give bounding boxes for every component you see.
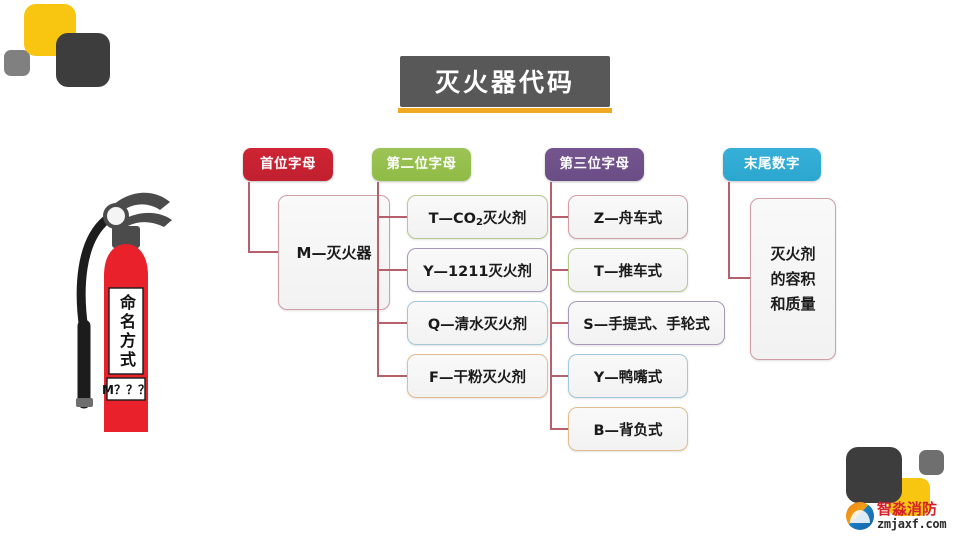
page-title: 灭火器代码 [398, 56, 612, 113]
node-t-trolley[interactable]: T—推车式 [568, 248, 688, 292]
column-header-second-letter[interactable]: 第二位字母 [372, 148, 471, 181]
node-agent-volume-mass[interactable]: 灭火剂 的容积 和质量 [750, 198, 836, 360]
title-underline-bar [398, 108, 612, 113]
connector-branch-col2-2 [377, 269, 407, 271]
node-z-boat-vehicle[interactable]: Z—舟车式 [568, 195, 688, 239]
connector-branch-col3-4 [550, 375, 568, 377]
node-y-duckbill[interactable]: Y—鸭嘴式 [568, 354, 688, 398]
connector-line-col1-horizontal [248, 251, 279, 253]
decor-square-gray-top-left [4, 50, 30, 76]
node-agent-volume-mass-line-3: 和质量 [770, 294, 816, 313]
fire-extinguisher-illustration: 命名方式 M？？？ [60, 180, 190, 442]
connector-branch-col2-4 [377, 375, 407, 377]
connector-branch-col3-1 [550, 216, 568, 218]
extinguisher-code-text: M？？？ [102, 382, 150, 397]
extinguisher-label-text: 命名方式 [117, 294, 136, 370]
connector-branch-col4-1 [728, 277, 751, 279]
connector-line-col1-vertical [248, 182, 250, 252]
node-f-dry-powder-agent[interactable]: F—干粉灭火剂 [407, 354, 548, 398]
node-y-1211-agent[interactable]: Y—1211灭火剂 [407, 248, 548, 292]
logo-website-url: zmjaxf.com [877, 517, 947, 531]
connector-line-col4-vertical [728, 182, 730, 278]
column-header-third-letter[interactable]: 第三位字母 [545, 148, 644, 181]
column-header-first-letter[interactable]: 首位字母 [243, 148, 333, 181]
column-header-tail-number[interactable]: 末尾数字 [723, 148, 821, 181]
logo-badge-icon [846, 502, 874, 530]
extinguisher-label-vertical: 命名方式 [109, 290, 143, 374]
node-s-handheld-wheel[interactable]: S—手提式、手轮式 [568, 301, 725, 345]
connector-line-col3-vertical [550, 182, 552, 429]
logo-brand-name: 智淼消防 [877, 500, 938, 518]
node-t-co2-agent-text: T—CO2灭火剂 [428, 210, 527, 228]
connector-branch-col2-3 [377, 322, 407, 324]
connector-branch-col3-3 [550, 322, 568, 324]
page-title-text: 灭火器代码 [400, 56, 610, 107]
node-agent-volume-mass-line-2: 的容积 [770, 269, 816, 288]
brand-logo[interactable]: 智淼消防 zmjaxf.com [846, 498, 958, 534]
decor-square-gray-bottom-right [919, 450, 944, 475]
connector-branch-col2-1 [377, 216, 407, 218]
node-t-co2-agent[interactable]: T—CO2灭火剂 [407, 195, 548, 239]
decor-square-dark-top-left [56, 33, 110, 87]
node-agent-volume-mass-line-1: 灭火剂 [770, 244, 816, 263]
connector-branch-col3-2 [550, 269, 568, 271]
connector-line-col2-vertical [377, 182, 379, 376]
decor-square-dark-bottom-right [846, 447, 902, 503]
node-q-water-agent[interactable]: Q—清水灭火剂 [407, 301, 548, 345]
connector-branch-col3-5 [550, 428, 568, 430]
node-m-extinguisher[interactable]: M—灭火器 [278, 195, 390, 310]
node-b-backpack[interactable]: B—背负式 [568, 407, 688, 451]
